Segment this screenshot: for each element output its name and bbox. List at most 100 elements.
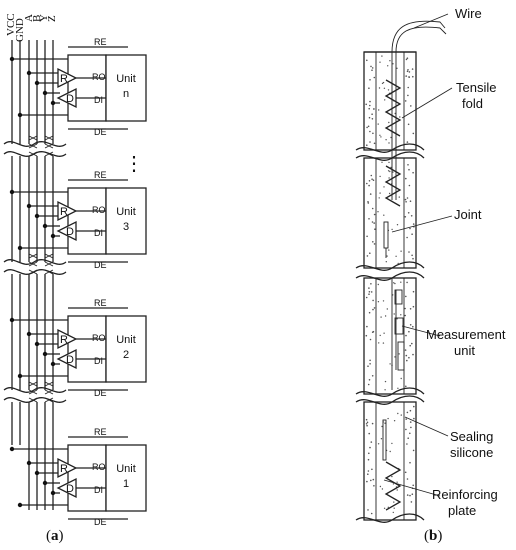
speckle [406,236,408,239]
speckle [384,380,387,383]
speckle [407,123,410,126]
caption-b: (b) [424,528,442,544]
junction-dot [9,446,15,452]
speckle [412,484,415,487]
speckle [398,353,400,355]
speckle [406,443,408,445]
speckle [373,76,376,79]
speckle [371,422,374,425]
speckle [396,481,398,483]
speckle [405,75,408,77]
break-mark [3,269,67,275]
speckle [368,184,370,187]
speckle [371,375,374,377]
speckle [368,379,371,381]
speckle [412,353,414,356]
speckle [372,241,374,243]
wire [391,20,447,200]
speckle [412,325,414,328]
speckle [412,449,415,452]
label-wire: Wire [455,6,482,21]
junction-dot [50,490,56,496]
pin-ro: RO [92,462,106,472]
junction-dot [26,70,32,76]
speckle [372,478,375,481]
speckle [368,116,371,119]
speckle [378,197,380,199]
junction-dot [26,331,32,337]
unit-box [105,444,147,512]
speckle [390,136,392,139]
caption-a: (a) [46,528,64,544]
speckle [368,107,371,110]
speckle [409,494,411,497]
speckle [398,196,400,198]
unit-name: Unit [116,73,136,85]
speckle [405,354,408,357]
speckle [400,281,402,283]
tube-break [355,151,425,161]
speckle [406,411,409,414]
speckle [411,233,413,235]
pin-di: DI [94,356,103,366]
speckle [379,175,381,178]
junction-dot [26,203,32,209]
speckle [412,223,415,225]
bus-label-z: Z [46,15,58,22]
speckle [407,94,409,97]
label-reinforcing: Reinforcing [432,487,498,502]
pin-de: DE [94,260,107,270]
speckle [371,221,374,223]
speckle [385,261,387,263]
speckle [371,113,373,115]
speckle [371,468,373,471]
speckle [381,55,383,57]
pin-de: DE [94,388,107,398]
speckle [405,58,408,61]
speckle [373,213,376,216]
pin-di: DI [94,485,103,495]
junction-dot [42,90,48,96]
speckle [383,186,385,188]
speckle [404,471,407,474]
speckle [395,255,397,257]
driver-label: D [66,483,74,495]
twisted-pair-mark [44,135,54,141]
speckle [408,184,411,187]
speckle [408,356,410,359]
speckle [407,164,409,166]
speckle [366,421,369,424]
speckle [368,180,371,182]
speckle [368,218,370,220]
speckle [412,305,415,308]
speckle [383,87,386,90]
driver-label: D [66,93,74,105]
speckle [379,134,381,136]
speckle [400,314,402,316]
receiver-label: R [60,73,68,85]
speckle [404,349,407,351]
speckle [397,262,399,265]
transceiver-outline [67,54,107,122]
speckle [397,387,399,389]
transceiver-outline [67,315,107,383]
component-labels: Wire Tensile fold Joint Measurement unit… [426,6,506,518]
pin-ro: RO [92,205,106,215]
break-mark [3,259,67,265]
speckle [412,290,415,293]
speckle [407,86,410,89]
transceiver-outline [67,187,107,255]
unit-box [105,315,147,383]
tube-break [355,261,425,271]
speckle [365,334,368,337]
speckle [366,325,368,328]
tube-break [355,387,425,397]
speckle [367,125,370,128]
speckle [409,409,412,412]
pin-de: DE [94,127,107,137]
speckle [368,291,371,293]
label-joint: Joint [454,207,482,222]
pin-re: RE [94,170,107,180]
speckle [369,363,371,365]
